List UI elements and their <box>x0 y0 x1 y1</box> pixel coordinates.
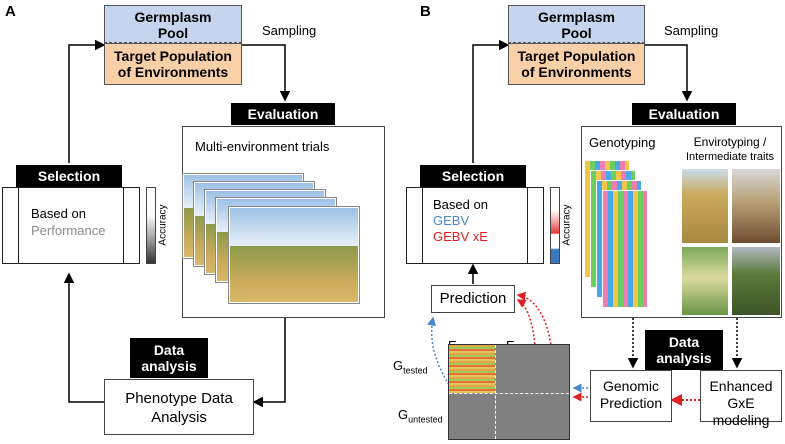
data-analysis-b-line-1: Data <box>668 334 700 350</box>
accuracy-label-a: Accuracy <box>157 204 169 246</box>
phenotype-line-2: Analysis <box>151 409 207 426</box>
arrow-sampling-b <box>645 44 693 102</box>
selection-box-a: Based on Performance <box>2 187 140 264</box>
accuracy-bar-b <box>550 187 560 264</box>
enhanced-line-2: GxE modeling <box>712 395 770 428</box>
g-tested-letter: G <box>393 358 404 373</box>
phenotype-line-1: Phenotype Data <box>125 390 233 407</box>
performance-label: Performance <box>31 223 106 238</box>
selection-bar-left-a <box>3 188 19 263</box>
trials-label: Multi-environment trials <box>195 139 330 154</box>
data-analysis-b-line-2: analysis <box>656 350 712 366</box>
arrow-selection-to-pool-b <box>472 39 510 163</box>
accuracy-bar-a <box>146 187 156 264</box>
envirotyping-line-2: Intermediate traits <box>685 151 775 163</box>
g-untested-label: Guntested <box>398 407 443 425</box>
crop-photo-4 <box>732 247 780 315</box>
germplasm-line-2: Pool <box>157 25 189 41</box>
accuracy-label-b: Accuracy <box>561 204 573 246</box>
based-on-a: Based on <box>31 206 86 221</box>
panel-letter-b: B <box>420 3 431 20</box>
arrow-sampling-a <box>242 44 291 102</box>
evaluation-header-b: Evaluation <box>632 103 736 125</box>
germplasm-b-line-2: Pool <box>561 25 592 41</box>
evaluation-box-a: Multi-environment trials <box>182 126 385 318</box>
selection-bar-left-b <box>407 188 423 263</box>
prediction-box: Prediction <box>431 285 515 313</box>
tpe-b-line-1: Target Population <box>517 48 636 64</box>
tested-block <box>449 345 495 393</box>
tpe-line-2: of Environments <box>117 64 229 80</box>
germplasm-pool-a: Germplasm Pool <box>104 5 242 43</box>
target-population-a: Target Population of Environments <box>104 43 242 85</box>
target-population-b: Target Population of Environments <box>508 43 645 85</box>
g-untested-letter: G <box>398 407 409 422</box>
data-analysis-header-b: Data analysis <box>645 330 723 370</box>
data-analysis-header-a: Data analysis <box>130 338 208 378</box>
panel-letter-a: A <box>5 3 16 20</box>
selection-header-a: Selection <box>16 165 122 187</box>
envirotyping-label: Envirotyping / Intermediate traits <box>679 135 781 165</box>
enhanced-line-1: Enhanced <box>709 378 773 394</box>
selection-bar-right-a <box>123 188 139 263</box>
data-analysis-line-1: Data <box>153 342 185 358</box>
arrow-matrix-to-prediction-red-2 <box>516 291 554 413</box>
g-tested-sub: tested <box>403 365 428 376</box>
gebv-label: GEBV <box>433 213 470 228</box>
genomic-line-2: Prediction <box>599 395 663 411</box>
gxe-matrix <box>448 344 570 440</box>
sampling-label-b: Sampling <box>664 23 719 38</box>
enhanced-gxe-box: Enhanced GxE modeling <box>700 370 782 428</box>
matrix-v-divider <box>495 345 496 439</box>
genotype-matrix-4 <box>602 190 648 308</box>
arrow-analysis-to-selection-a <box>63 272 104 403</box>
arrow-eval-to-analysis-a <box>252 318 286 408</box>
crop-photo-3 <box>682 247 728 315</box>
germplasm-b-line-1: Germplasm <box>537 9 616 25</box>
selection-bar-right-b <box>527 188 543 263</box>
tpe-b-line-2: of Environments <box>521 64 632 80</box>
g-tested-label: Gtested <box>393 358 428 376</box>
matrix-h-divider <box>449 393 569 394</box>
genomic-line-1: Genomic <box>602 378 660 394</box>
selection-box-b: Based on GEBV GEBV xE <box>406 187 544 264</box>
genotyping-label: Genotyping <box>589 135 656 150</box>
based-on-b: Based on <box>433 197 488 212</box>
g-untested-sub: untested <box>408 414 443 425</box>
crop-photo-2 <box>732 169 780 243</box>
data-analysis-line-2: analysis <box>141 358 197 374</box>
genomic-prediction-box: Genomic Prediction <box>590 370 672 422</box>
envirotyping-line-1: Envirotyping / <box>693 135 767 149</box>
field-photo-5 <box>229 207 359 303</box>
germplasm-pool-b: Germplasm Pool <box>508 5 645 43</box>
evaluation-box-b: Genotyping Envirotyping / Intermediate t… <box>581 126 782 318</box>
sampling-label-a: Sampling <box>262 23 317 38</box>
arrow-selection-to-pool-a <box>68 39 106 163</box>
evaluation-header-a: Evaluation <box>231 103 335 125</box>
tpe-line-1: Target Population <box>114 48 232 64</box>
phenotype-analysis-box: Phenotype Data Analysis <box>104 379 254 435</box>
crop-photo-1 <box>682 169 728 243</box>
gebv-xe-label: GEBV xE <box>433 229 488 244</box>
selection-header-b: Selection <box>420 165 526 187</box>
germplasm-line-1: Germplasm <box>134 9 212 25</box>
